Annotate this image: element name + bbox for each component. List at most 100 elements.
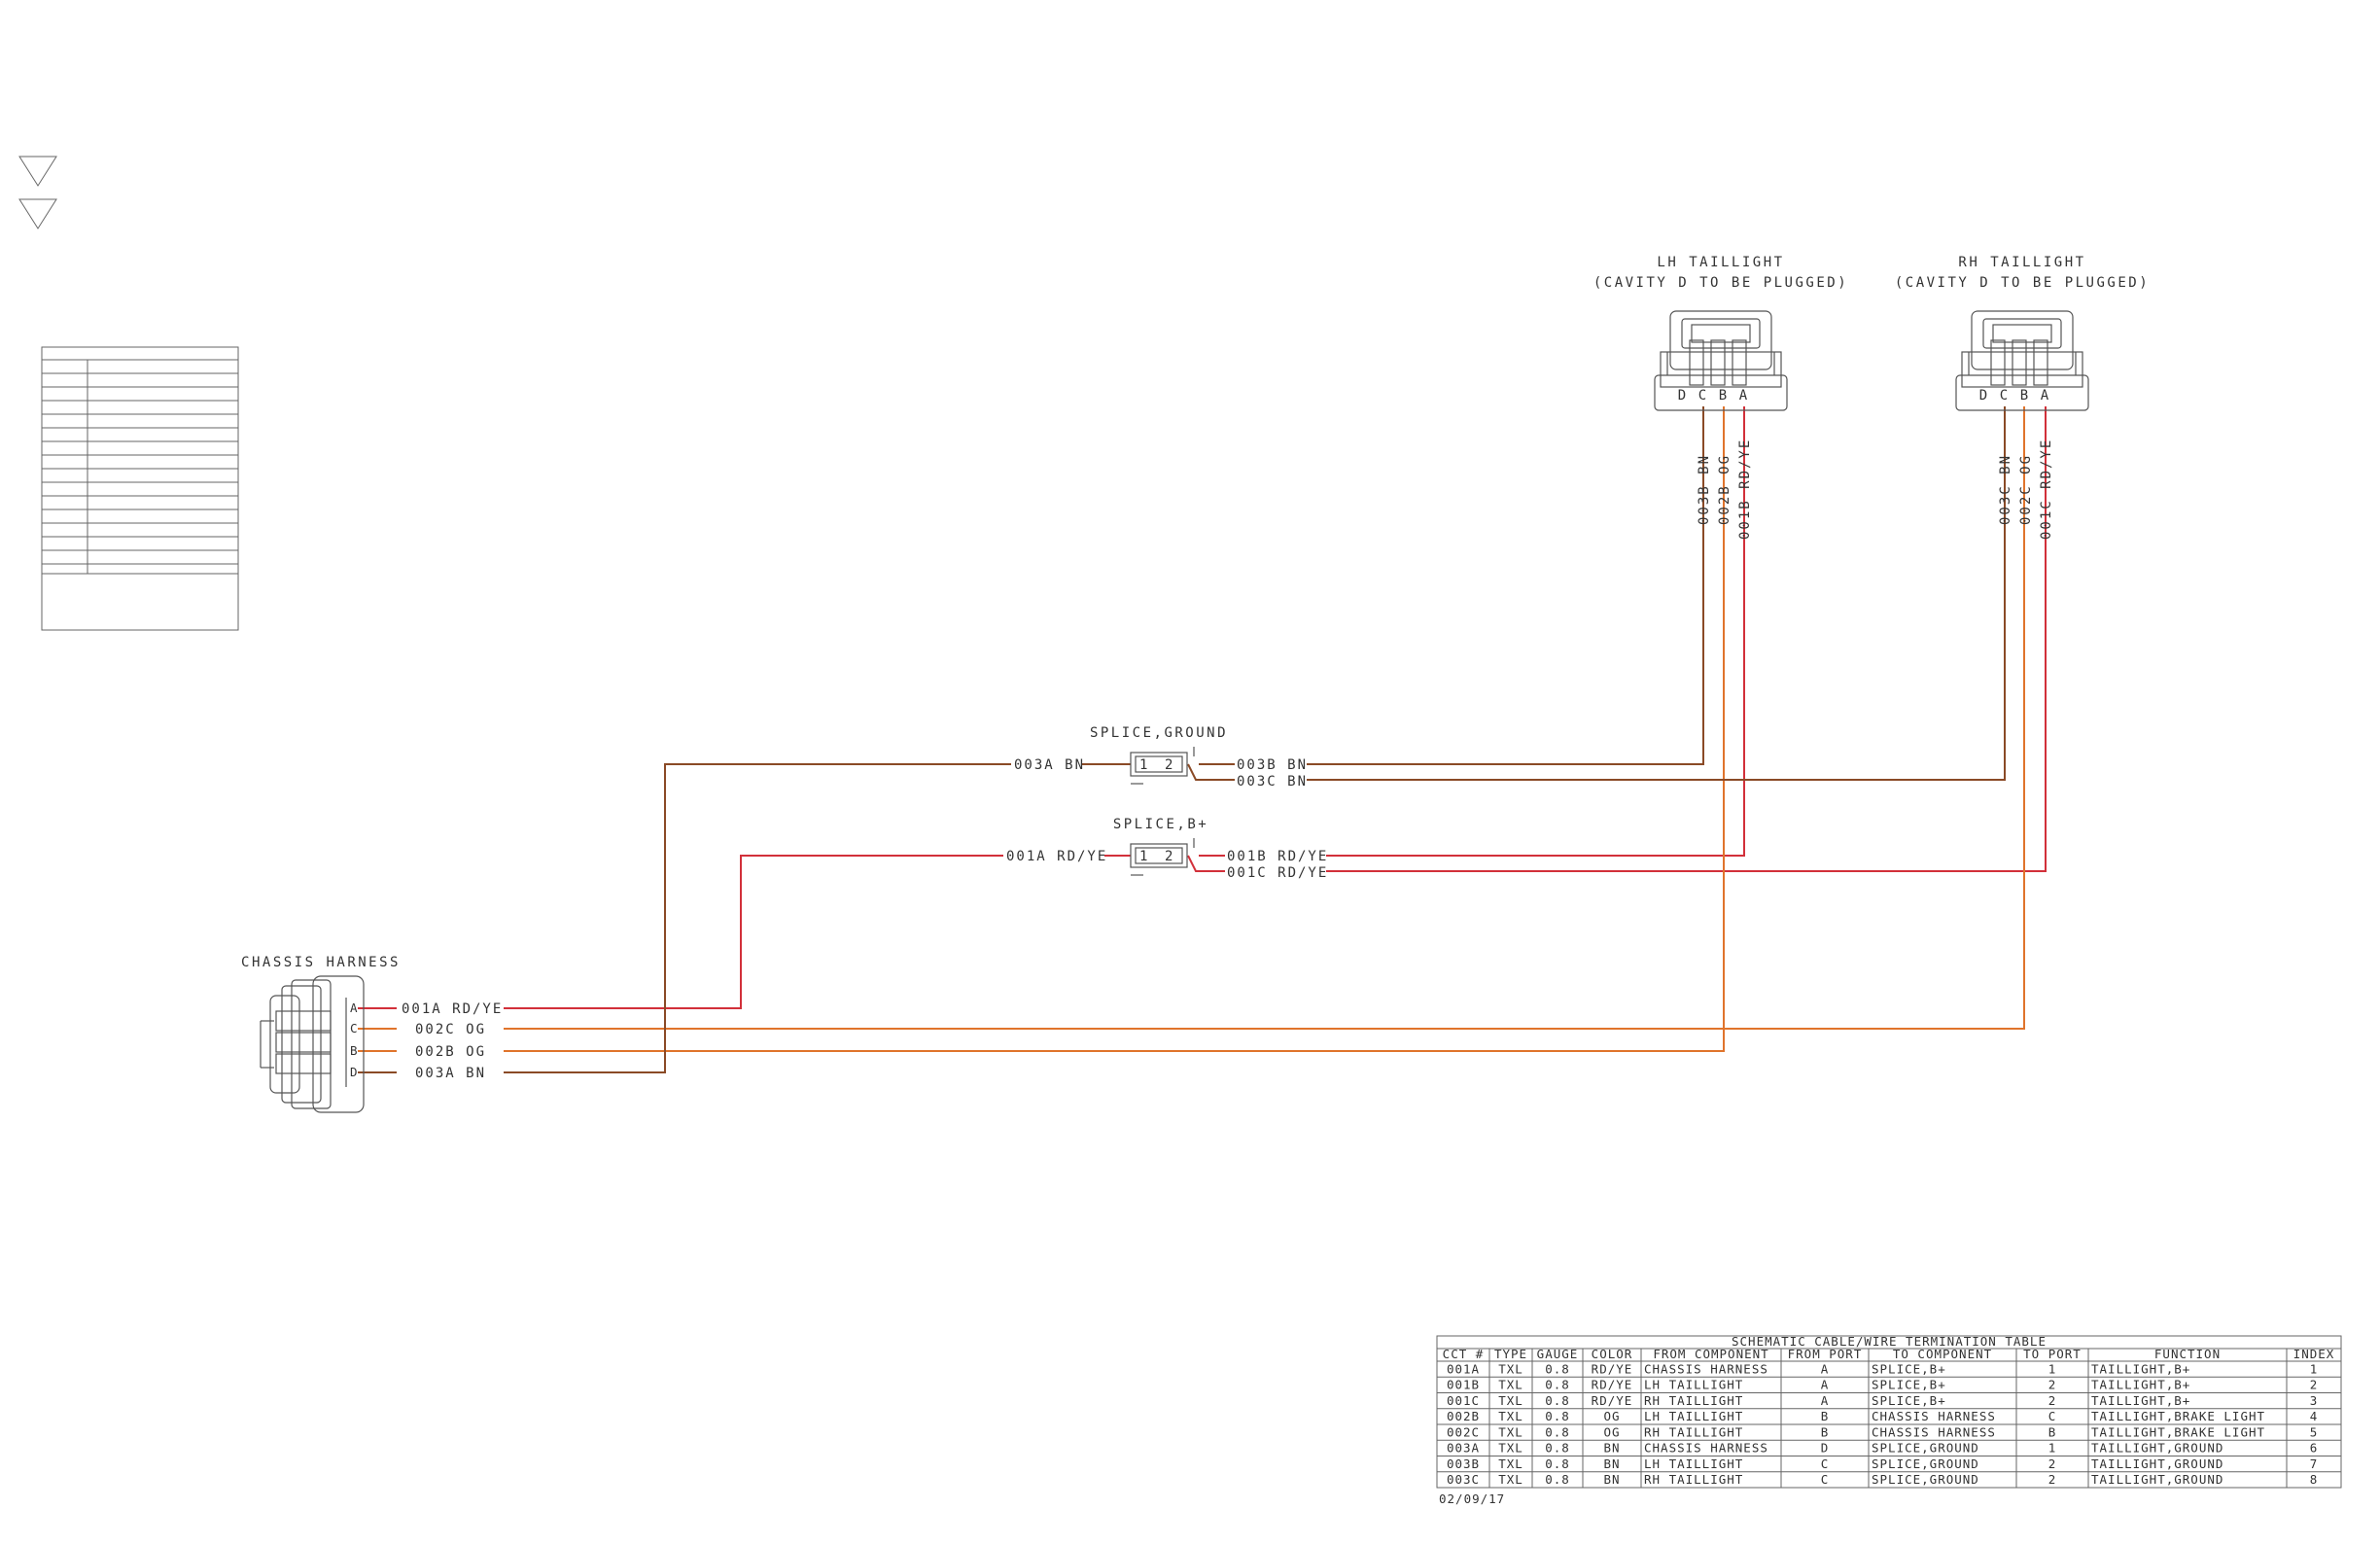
- splice-ground[interactable]: SPLICE,GROUND 1 2 003A BN 003B BN 003C B…: [1011, 725, 1308, 790]
- chassis-harness-connector[interactable]: CHASSIS HARNESS A C B D 001A RD/YE 002C …: [241, 955, 504, 1113]
- rh-pin-d: D: [1979, 388, 1989, 404]
- table-cell: 1: [2048, 1361, 2057, 1376]
- splice-bplus-out-label-001b: 001B RD/YE: [1227, 849, 1328, 864]
- table-header-cell: TO COMPONENT: [1893, 1347, 1992, 1361]
- table-cell: RH TAILLIGHT: [1644, 1393, 1743, 1408]
- connector-body-icon: [1654, 310, 1788, 411]
- table-cell: CHASSIS HARNESS: [1872, 1424, 1996, 1439]
- splice-bplus-port-2: 2: [1165, 849, 1174, 864]
- chassis-wire-label-002b: 002B OG: [415, 1044, 486, 1060]
- wire-001b[interactable]: [1199, 406, 1745, 857]
- table-cell: 7: [2310, 1456, 2319, 1471]
- table-cell: 2: [2048, 1456, 2057, 1471]
- table-cell: 0.8: [1545, 1472, 1570, 1487]
- lh-wire-label-001b: 001B RD/YE: [1737, 439, 1753, 540]
- chassis-wire-label-003a: 003A BN: [415, 1066, 486, 1081]
- wire-001a[interactable]: [358, 855, 1131, 1009]
- table-cell: SPLICE,B+: [1872, 1393, 1946, 1408]
- splice-bplus-title: SPLICE,B+: [1113, 817, 1208, 832]
- rh-taillight-note: (CAVITY D TO BE PLUGGED): [1895, 275, 2150, 291]
- splice-ground-in-label: 003A BN: [1014, 757, 1085, 773]
- table-cell: TAILLIGHT,GROUND: [2091, 1472, 2223, 1487]
- table-cell: TXL: [1498, 1424, 1523, 1439]
- table-header-cell: TO PORT: [2023, 1347, 2082, 1361]
- rh-pin-b: B: [2020, 388, 2030, 404]
- splice-bplus[interactable]: SPLICE,B+ 1 2 001A RD/YE 001B RD/YE 001C…: [1003, 817, 1328, 881]
- splice-bplus-inner: [1135, 847, 1183, 864]
- wire-002b[interactable]: [358, 406, 1725, 1052]
- rh-pin-c: C: [2000, 388, 2010, 404]
- wire-003b[interactable]: [1199, 406, 1704, 765]
- wire-001c[interactable]: [1187, 406, 2047, 872]
- table-header-cell: FROM COMPONENT: [1653, 1347, 1768, 1361]
- table-cell: LH TAILLIGHT: [1644, 1409, 1743, 1423]
- table-date: 02/09/17: [1439, 1491, 1505, 1506]
- table-cell: RH TAILLIGHT: [1644, 1472, 1743, 1487]
- lh-wire-label-003b: 003B BN: [1697, 454, 1712, 525]
- table-cell: OG: [1603, 1409, 1620, 1423]
- splice-ground-inner: [1135, 755, 1183, 773]
- chassis-wire-label-002c: 002C OG: [415, 1022, 486, 1037]
- table-cell: 001C: [1447, 1393, 1480, 1408]
- table-cell: C: [1821, 1456, 1830, 1471]
- table-cell: 003A: [1447, 1441, 1480, 1456]
- lh-taillight-note: (CAVITY D TO BE PLUGGED): [1593, 275, 1848, 291]
- wire-003a[interactable]: [358, 763, 1131, 1073]
- table-cell: OG: [1603, 1424, 1620, 1439]
- table-cell: LH TAILLIGHT: [1644, 1378, 1743, 1392]
- table-cell: 2: [2048, 1472, 2057, 1487]
- wire-bundle: [358, 406, 2047, 1073]
- lh-pin-c: C: [1698, 388, 1708, 404]
- chassis-pin-d: D: [350, 1065, 359, 1079]
- splice-bplus-in-label: 001A RD/YE: [1006, 849, 1107, 864]
- splice-ground-title: SPLICE,GROUND: [1090, 725, 1228, 741]
- table-cell: 0.8: [1545, 1456, 1570, 1471]
- table-cell: TAILLIGHT,GROUND: [2091, 1441, 2223, 1456]
- table-header-cell: FROM PORT: [1788, 1347, 1863, 1361]
- table-cell: CHASSIS HARNESS: [1872, 1409, 1996, 1423]
- table-header-cell: FUNCTION: [2154, 1347, 2221, 1361]
- table-cell: SPLICE,GROUND: [1872, 1472, 1979, 1487]
- table-cell: 2: [2048, 1393, 2057, 1408]
- table-cell: SPLICE,GROUND: [1872, 1456, 1979, 1471]
- chassis-pin-c: C: [350, 1021, 359, 1035]
- rh-wire-label-002c: 002C OG: [2018, 454, 2034, 525]
- lh-taillight-connector[interactable]: LH TAILLIGHT (CAVITY D TO BE PLUGGED) D …: [1593, 255, 1848, 540]
- revision-triangle-icon: [18, 156, 57, 187]
- table-header-cell: TYPE: [1494, 1347, 1527, 1361]
- wire-003c[interactable]: [1187, 406, 2006, 781]
- table-cell: B: [2048, 1424, 2057, 1439]
- termination-table: SCHEMATIC CABLE/WIRE TERMINATION TABLE C…: [1436, 1334, 2342, 1506]
- chassis-pin-b: B: [350, 1043, 359, 1058]
- table-cell: 003B: [1447, 1456, 1480, 1471]
- table-cell: 001A: [1447, 1361, 1480, 1376]
- table-cell: 2: [2048, 1378, 2057, 1392]
- table-cell: TXL: [1498, 1456, 1523, 1471]
- table-cell: B: [1821, 1409, 1830, 1423]
- table-cell: TXL: [1498, 1409, 1523, 1423]
- rh-wire-label-003c: 003C BN: [1998, 454, 2013, 525]
- table-cell: RH TAILLIGHT: [1644, 1424, 1743, 1439]
- wire-002c[interactable]: [358, 406, 2025, 1030]
- splice-ground-out-label-003b: 003B BN: [1237, 757, 1308, 773]
- table-header-cell: INDEX: [2293, 1347, 2335, 1361]
- table-cell: C: [1821, 1472, 1830, 1487]
- table-cell: 002B: [1447, 1409, 1480, 1423]
- splice-bplus-out-label-001c: 001C RD/YE: [1227, 865, 1328, 881]
- rh-taillight-connector[interactable]: RH TAILLIGHT (CAVITY D TO BE PLUGGED) D …: [1895, 255, 2150, 540]
- lh-taillight-title: LH TAILLIGHT: [1657, 255, 1784, 270]
- table-cell: RD/YE: [1592, 1361, 1633, 1376]
- table-cell: 0.8: [1545, 1424, 1570, 1439]
- splice-ground-port-1: 1: [1139, 757, 1149, 773]
- revision-triangle-icon: [18, 198, 57, 229]
- table-cell: TXL: [1498, 1441, 1523, 1456]
- table-cell: 6: [2310, 1441, 2319, 1456]
- table-cell: CHASSIS HARNESS: [1644, 1361, 1768, 1376]
- table-cell: BN: [1603, 1456, 1620, 1471]
- splice-ground-body: [1130, 752, 1188, 777]
- table-cell: SPLICE,B+: [1872, 1361, 1946, 1376]
- table-cell: 0.8: [1545, 1393, 1570, 1408]
- chassis-pin-a: A: [350, 1000, 359, 1015]
- table-cell: TAILLIGHT,BRAKE LIGHT: [2091, 1424, 2265, 1439]
